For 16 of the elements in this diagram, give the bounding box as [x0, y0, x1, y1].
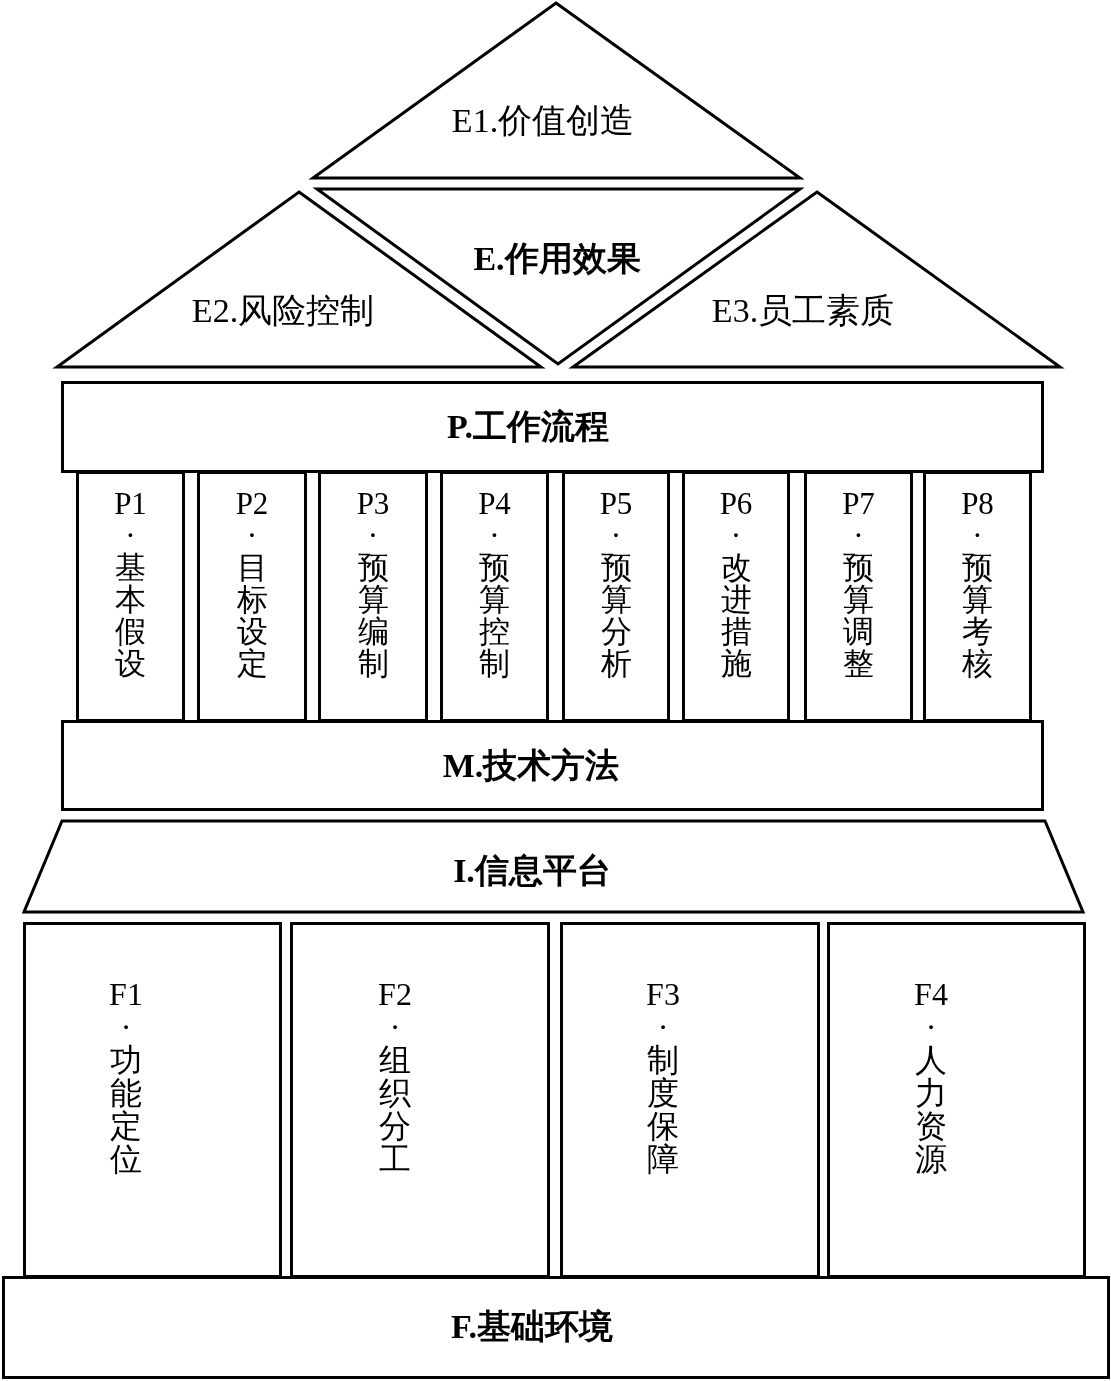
- pillar-box: P7·预算调整: [804, 471, 913, 722]
- pillar-box: P2·目标设定: [197, 471, 307, 722]
- pillar-box: F3·制度保障: [560, 922, 820, 1278]
- pillar-box: P6·改进措施: [682, 471, 790, 722]
- pillar-box: P4·预算控制: [440, 471, 549, 722]
- beam-box: P.工作流程: [61, 381, 1044, 473]
- roof-triangle: E1.价值创造: [308, 0, 805, 183]
- pillar-box: P8·预算考核: [923, 471, 1032, 722]
- pillar-box: P3·预算编制: [318, 471, 428, 722]
- pillar-box: F2·组织分工: [290, 922, 550, 1278]
- pillar-box: F4·人力资源: [827, 922, 1086, 1278]
- pillar-box: P5·预算分析: [562, 471, 670, 722]
- base-box: F.基础环境: [2, 1276, 1110, 1379]
- band-box: M.技术方法: [61, 720, 1044, 811]
- pillar-box: P1·基本假设: [76, 471, 185, 722]
- pillar-box: F1·功能定位: [23, 922, 282, 1278]
